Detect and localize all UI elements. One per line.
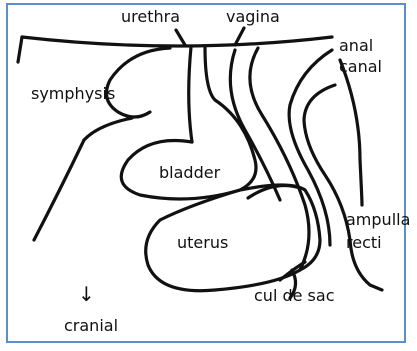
- symphysis-outline: [106, 48, 170, 117]
- left-boundary: [18, 37, 22, 62]
- label-vagina: vagina: [226, 7, 280, 26]
- pelvic-floor-left: [34, 140, 84, 240]
- label-cul-de-sac: cul de sac: [254, 286, 335, 305]
- label-anal: anal: [339, 36, 373, 55]
- urethra-line: [189, 47, 192, 142]
- vagina-pointer: [235, 28, 244, 45]
- label-canal: canal: [339, 57, 382, 76]
- label-urethra: urethra: [121, 7, 180, 26]
- label-recti: recti: [346, 233, 382, 252]
- cranial-arrow-icon: ↓: [78, 282, 95, 306]
- urethra-pointer: [176, 30, 185, 45]
- label-cranial: cranial: [64, 316, 118, 335]
- label-symphysis: symphysis: [31, 84, 115, 103]
- rectum-outer: [340, 60, 362, 205]
- perineum-outline: [22, 37, 332, 46]
- symphysis-lower: [84, 118, 132, 140]
- label-bladder: bladder: [159, 163, 221, 182]
- label-uterus: uterus: [177, 233, 228, 252]
- label-ampulla: ampulla: [346, 210, 410, 229]
